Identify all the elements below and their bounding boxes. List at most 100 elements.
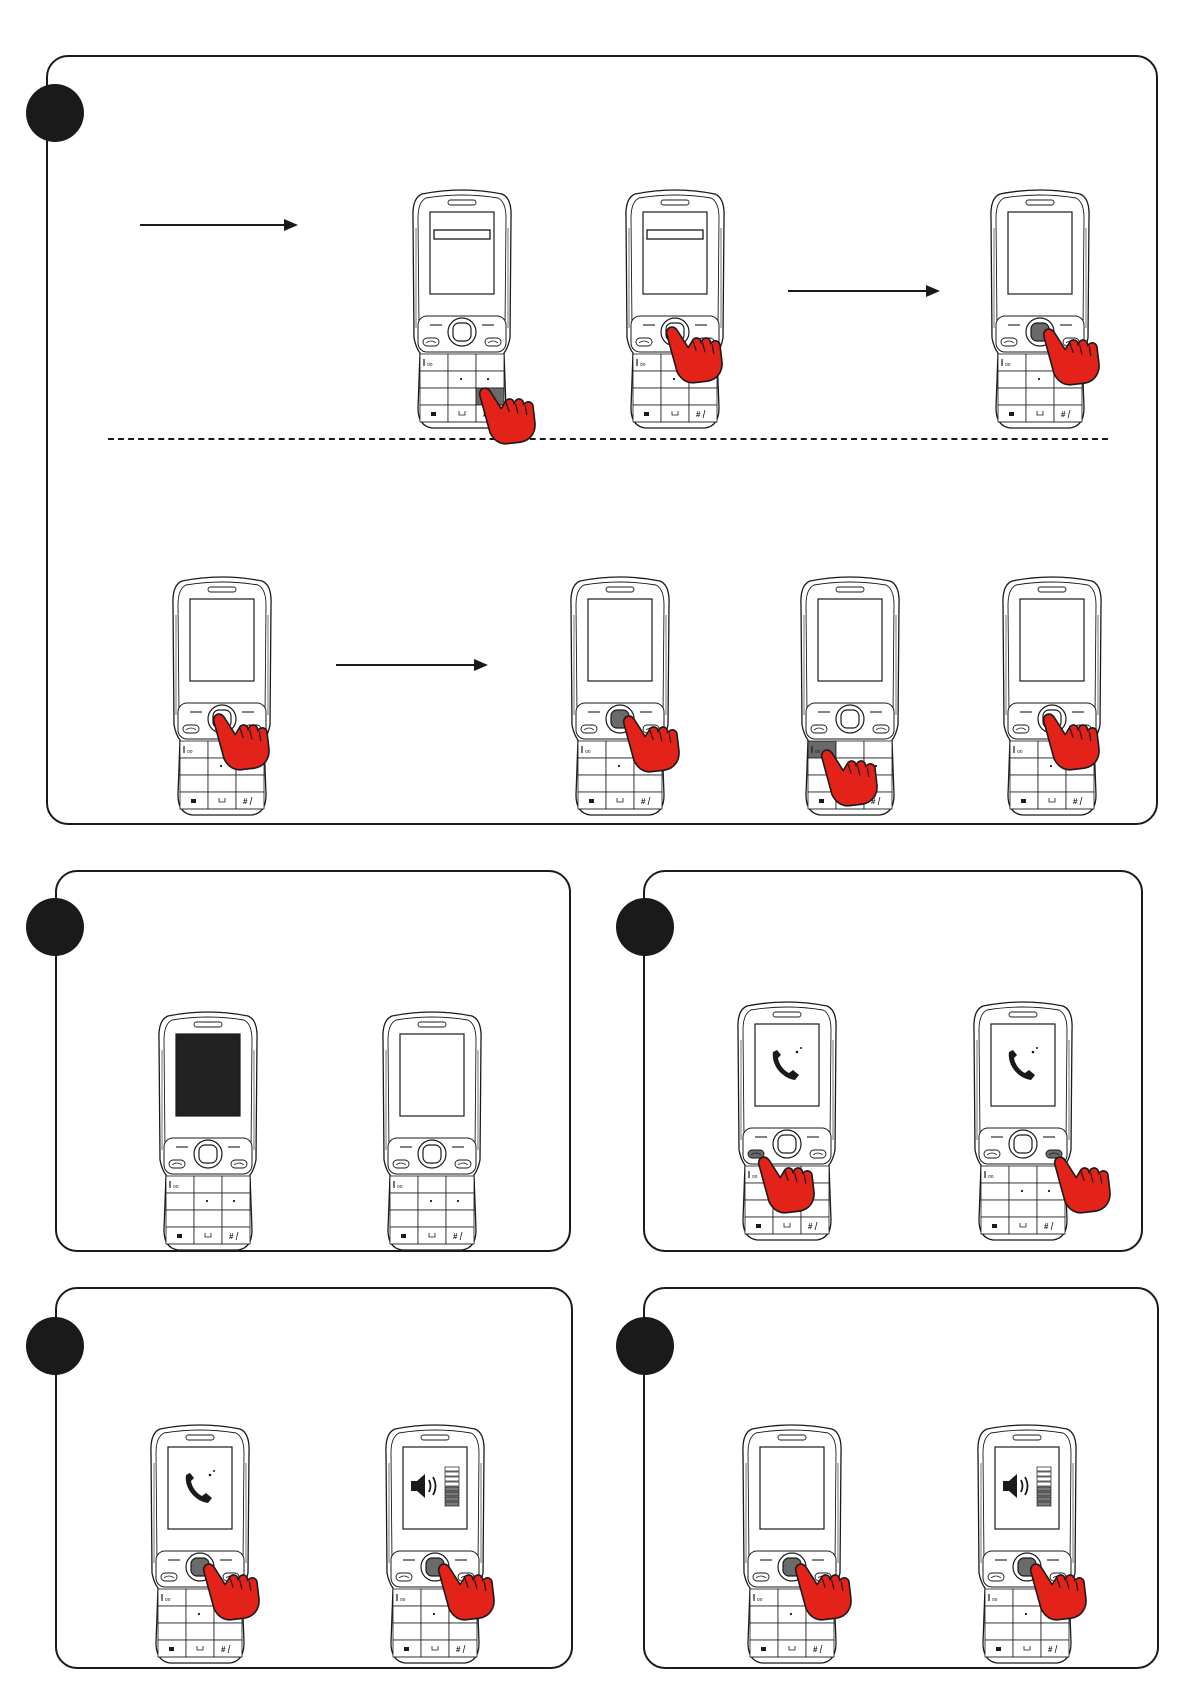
keypad-key [1054, 405, 1082, 422]
svg-text:#: # [1048, 1645, 1053, 1654]
keypad-key [633, 371, 661, 388]
svg-text:oo: oo [165, 1597, 171, 1603]
phone-drawing: oo# [800, 575, 900, 815]
keypad-key [418, 1176, 446, 1193]
svg-text:oo: oo [187, 749, 193, 755]
keypad-key [578, 758, 606, 775]
phone-screen [760, 1447, 824, 1529]
keypad-key [998, 388, 1026, 405]
keypad-key [750, 1606, 778, 1623]
earpiece [773, 1012, 801, 1017]
instruction-panel-4 [55, 1287, 573, 1669]
earpiece [421, 1435, 449, 1440]
earpiece [1013, 1435, 1041, 1440]
svg-text:oo: oo [585, 749, 591, 755]
keypad-key [449, 1623, 477, 1640]
keypad-key [1037, 1200, 1065, 1217]
svg-text:#: # [641, 797, 646, 806]
keypad-key [1066, 792, 1094, 809]
keypad-key [194, 1193, 222, 1210]
earpiece [448, 200, 476, 205]
keypad-key [393, 1623, 421, 1640]
keypad-key [448, 388, 476, 405]
keypad-key [180, 758, 208, 775]
svg-text:#: # [1073, 797, 1078, 806]
keypad-key [1009, 1200, 1037, 1217]
phone-screen [176, 1034, 240, 1116]
call-key [1001, 338, 1017, 346]
keypad-key [806, 1623, 834, 1640]
keypad-key [634, 775, 662, 792]
call-key [423, 338, 439, 346]
keypad-key [985, 1606, 1013, 1623]
entry-field [647, 230, 703, 239]
volume-level-bar [1037, 1492, 1051, 1496]
keypad-key [606, 792, 634, 809]
keypad-key [689, 388, 717, 405]
keypad-key [194, 1227, 222, 1244]
phone-illustration: oo# [158, 1010, 258, 1250]
ok-button [778, 1135, 796, 1153]
keypad-key [864, 741, 892, 758]
keypad-key [446, 1193, 474, 1210]
phone-screen [588, 599, 652, 681]
keypad-key [449, 1640, 477, 1657]
keypad-key [981, 1200, 1009, 1217]
earpiece [208, 587, 236, 592]
phone-illustration: oo# [625, 188, 725, 428]
phone-illustration: oo# [382, 1010, 482, 1250]
volume-level-bar [1037, 1482, 1051, 1486]
call-key [161, 1573, 177, 1581]
keypad-key [222, 1193, 250, 1210]
keypad-key [606, 758, 634, 775]
earpiece [186, 1435, 214, 1440]
keypad-key [194, 1210, 222, 1227]
instruction-panel-2 [55, 870, 571, 1252]
phone-drawing: oo# [742, 1423, 842, 1663]
keypad-key [421, 1606, 449, 1623]
phone-drawing: oo# [625, 188, 725, 428]
keypad-key [1054, 388, 1082, 405]
keypad-key [418, 1227, 446, 1244]
svg-text:#: # [456, 1645, 461, 1654]
volume-level-bar [1037, 1502, 1051, 1506]
keypad-key [236, 775, 264, 792]
call-key [1013, 725, 1029, 733]
keypad-key [448, 405, 476, 422]
step-marker-5 [616, 1317, 674, 1375]
keypad-key [1026, 405, 1054, 422]
keypad-key [166, 1210, 194, 1227]
keypad-key [390, 1193, 418, 1210]
keypad-key [1041, 1623, 1069, 1640]
earpiece [418, 1022, 446, 1027]
keypad-key [778, 1640, 806, 1657]
keypad-key [418, 1210, 446, 1227]
end-key [873, 725, 889, 733]
end-key [485, 338, 501, 346]
keypad-key [661, 405, 689, 422]
keypad-key [446, 1227, 474, 1244]
keypad-key [222, 1227, 250, 1244]
call-key [811, 725, 827, 733]
ok-button [453, 323, 471, 341]
keypad-key [981, 1183, 1009, 1200]
keypad-key [158, 1606, 186, 1623]
keypad-key [186, 1640, 214, 1657]
call-key [636, 338, 652, 346]
svg-text:oo: oo [427, 362, 433, 368]
keypad-key [750, 1623, 778, 1640]
keypad-key [1010, 775, 1038, 792]
svg-text:oo: oo [1005, 362, 1011, 368]
volume-level-bar [1037, 1497, 1051, 1501]
keypad-key [801, 1217, 829, 1234]
phone-drawing: oo# [973, 1000, 1073, 1240]
phone-illustration: oo# [977, 1423, 1077, 1663]
svg-text:oo: oo [757, 1597, 763, 1603]
phone-screen [1008, 212, 1072, 294]
keypad-key [222, 1176, 250, 1193]
keypad-key [1041, 1640, 1069, 1657]
svg-text:#: # [453, 1232, 458, 1241]
call-key [169, 1160, 185, 1168]
keypad-key [446, 1176, 474, 1193]
phone-screen [755, 1024, 819, 1106]
